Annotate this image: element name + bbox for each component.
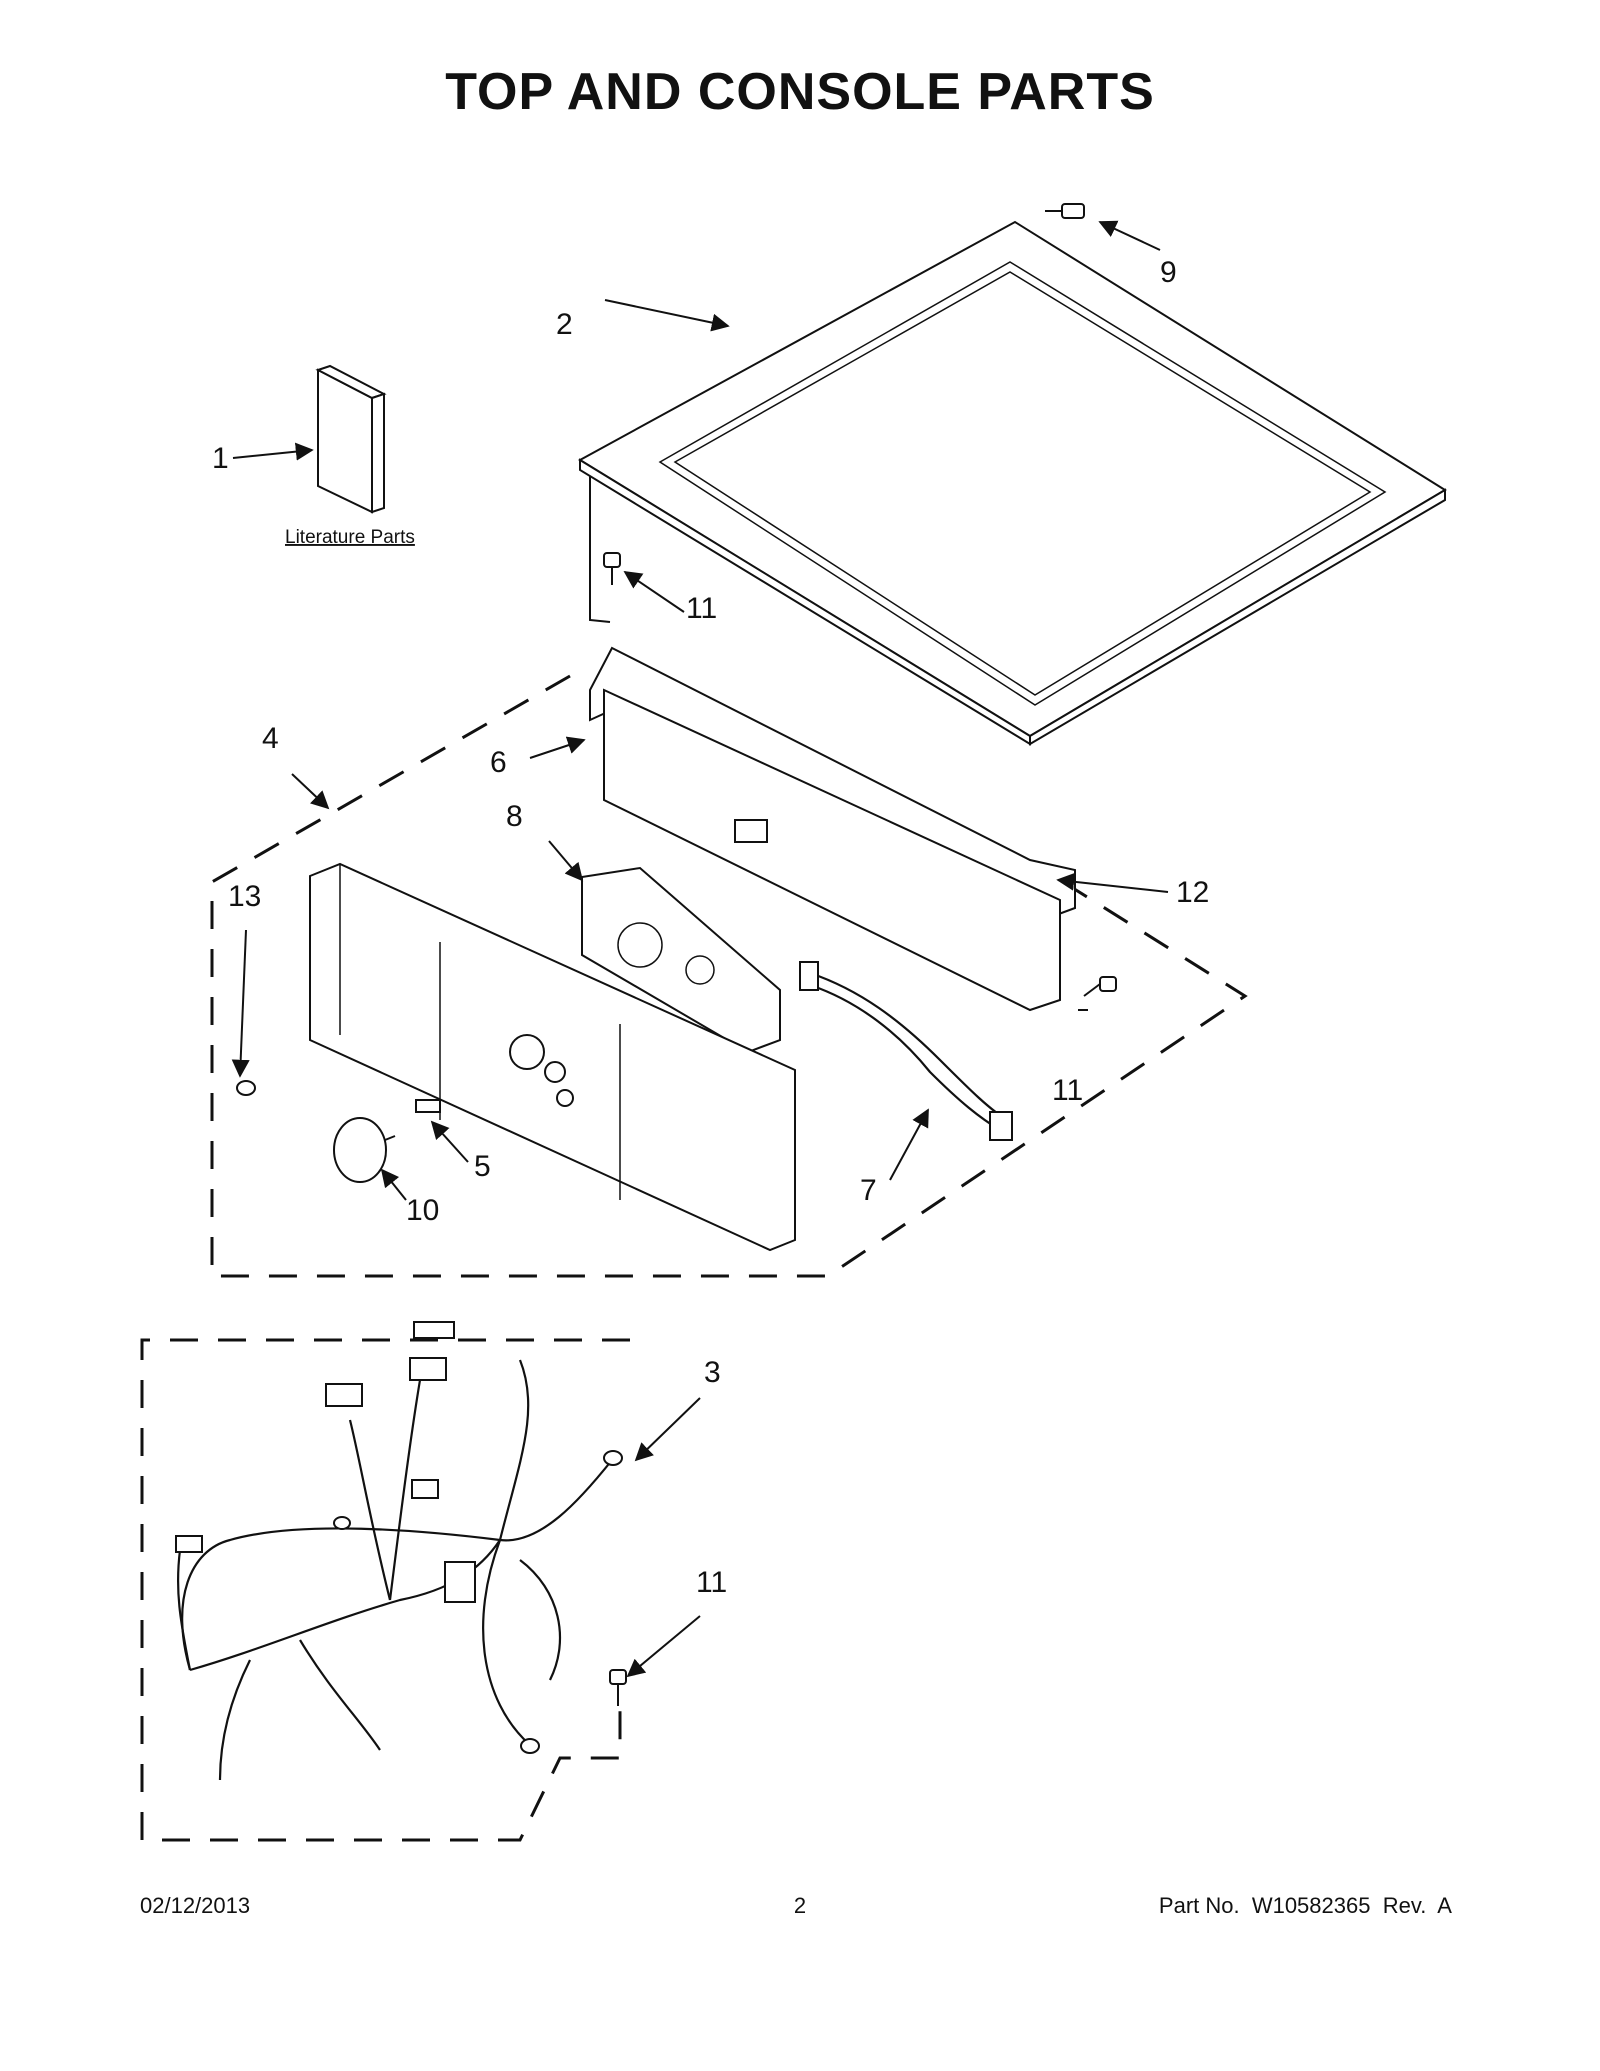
callout-11-top: 11 (686, 592, 717, 625)
callout-11-middle: 11 (1052, 1074, 1083, 1107)
footer-page-number: 2 (793, 1893, 807, 1918)
callout-1: 1 (212, 442, 229, 475)
callout-5: 5 (474, 1150, 491, 1183)
button-5 (415, 1099, 441, 1113)
screw-11-top (603, 552, 621, 585)
footer-part-number: Part No. W10582365 Rev. A (1158, 1893, 1452, 1918)
wire-harness-3 (175, 1321, 623, 1781)
console-bracket (589, 646, 1076, 1012)
callout-2: 2 (556, 308, 573, 341)
leader-lines (231, 220, 1169, 1678)
console-panel (309, 862, 796, 1252)
literature-booklet (315, 364, 387, 514)
callout-10: 10 (406, 1194, 439, 1227)
callout-12: 12 (1176, 876, 1209, 909)
callout-13: 13 (228, 880, 261, 913)
screw-11-bottom (609, 1669, 627, 1706)
callout-8: 8 (506, 800, 523, 833)
harness-7 (799, 961, 1013, 1141)
page-title: TOP AND CONSOLE PARTS (445, 63, 1155, 121)
callout-6: 6 (490, 746, 507, 779)
callout-9: 9 (1160, 256, 1177, 289)
console-assembly-boundary (210, 674, 1248, 1278)
callout-4: 4 (262, 722, 279, 755)
knob-10 (333, 1117, 396, 1183)
literature-parts-label: Literature Parts (285, 527, 415, 548)
control-board (581, 866, 781, 1054)
screw-9 (1045, 203, 1085, 219)
callout-3: 3 (704, 1356, 721, 1389)
bezel-13 (236, 1080, 256, 1096)
top-panel (578, 220, 1447, 746)
screw-11-middle (1083, 976, 1117, 997)
callout-11-bottom: 11 (696, 1566, 727, 1599)
footer-date: 02/12/2013 (140, 1893, 251, 1918)
callout-7: 7 (860, 1174, 877, 1207)
wire-harness-boundary (140, 1338, 630, 1842)
